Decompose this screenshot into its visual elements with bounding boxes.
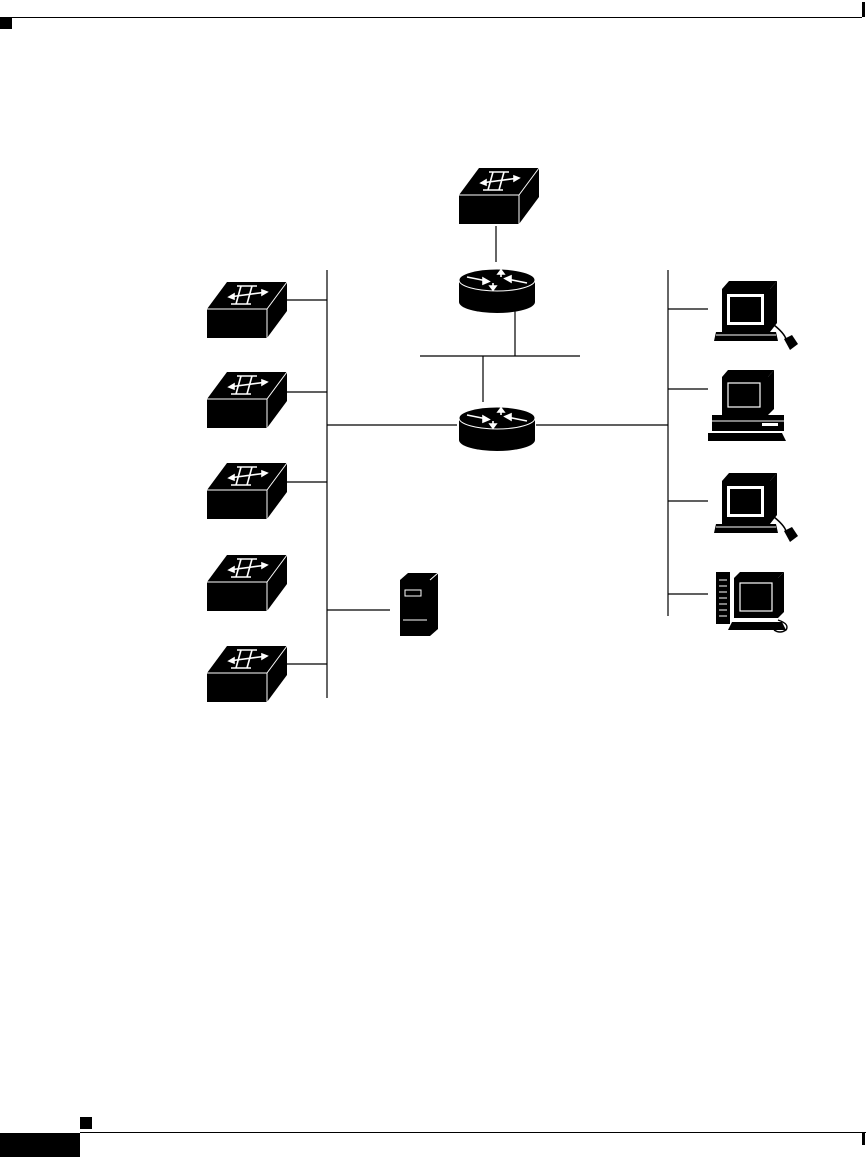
- multilayer-switch-icon: [207, 372, 287, 428]
- router-icon: [459, 269, 535, 313]
- multilayer-switch-icon: [207, 555, 287, 611]
- workstation-mouse-icon: [714, 473, 798, 542]
- multilayer-switch-icon: [207, 646, 287, 702]
- desktop-pc-icon: [708, 370, 786, 441]
- multilayer-switch-icon: [459, 168, 539, 224]
- multilayer-switch-icon: [207, 463, 287, 519]
- server-tower-icon: [400, 573, 438, 636]
- tower-pc-icon: [716, 572, 787, 632]
- router-icon: [459, 407, 535, 451]
- multilayer-switch-icon: [207, 282, 287, 338]
- workstation-mouse-icon: [714, 281, 798, 350]
